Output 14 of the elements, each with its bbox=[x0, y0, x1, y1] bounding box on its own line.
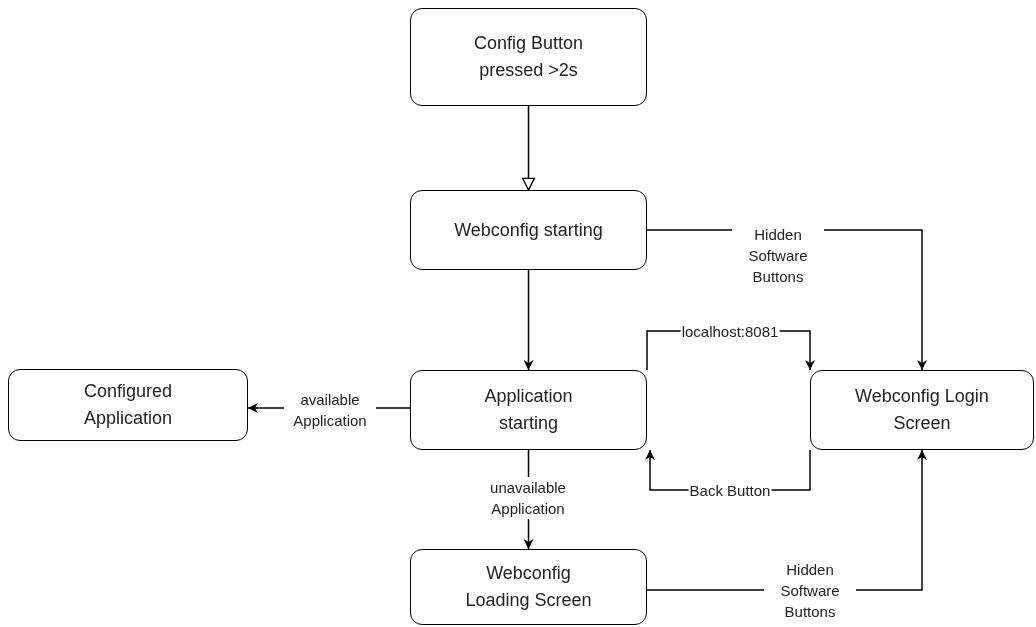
process-box bbox=[8, 369, 248, 441]
process-box bbox=[410, 370, 647, 450]
node-text: Application starting bbox=[483, 385, 574, 435]
process-box bbox=[410, 549, 647, 625]
arrow bbox=[523, 269, 534, 371]
process-box bbox=[410, 8, 647, 106]
node-text: Webconfig Loading Screen bbox=[464, 562, 593, 612]
node-text: Config Button pressed >2s bbox=[472, 32, 585, 82]
process-box bbox=[810, 370, 1034, 450]
node-text: Configured Application bbox=[82, 380, 174, 430]
node-text: Webconfig starting bbox=[454, 218, 603, 242]
node-text: Webconfig Login Screen bbox=[854, 385, 990, 435]
arrow bbox=[521, 105, 536, 191]
process-box bbox=[410, 190, 647, 270]
